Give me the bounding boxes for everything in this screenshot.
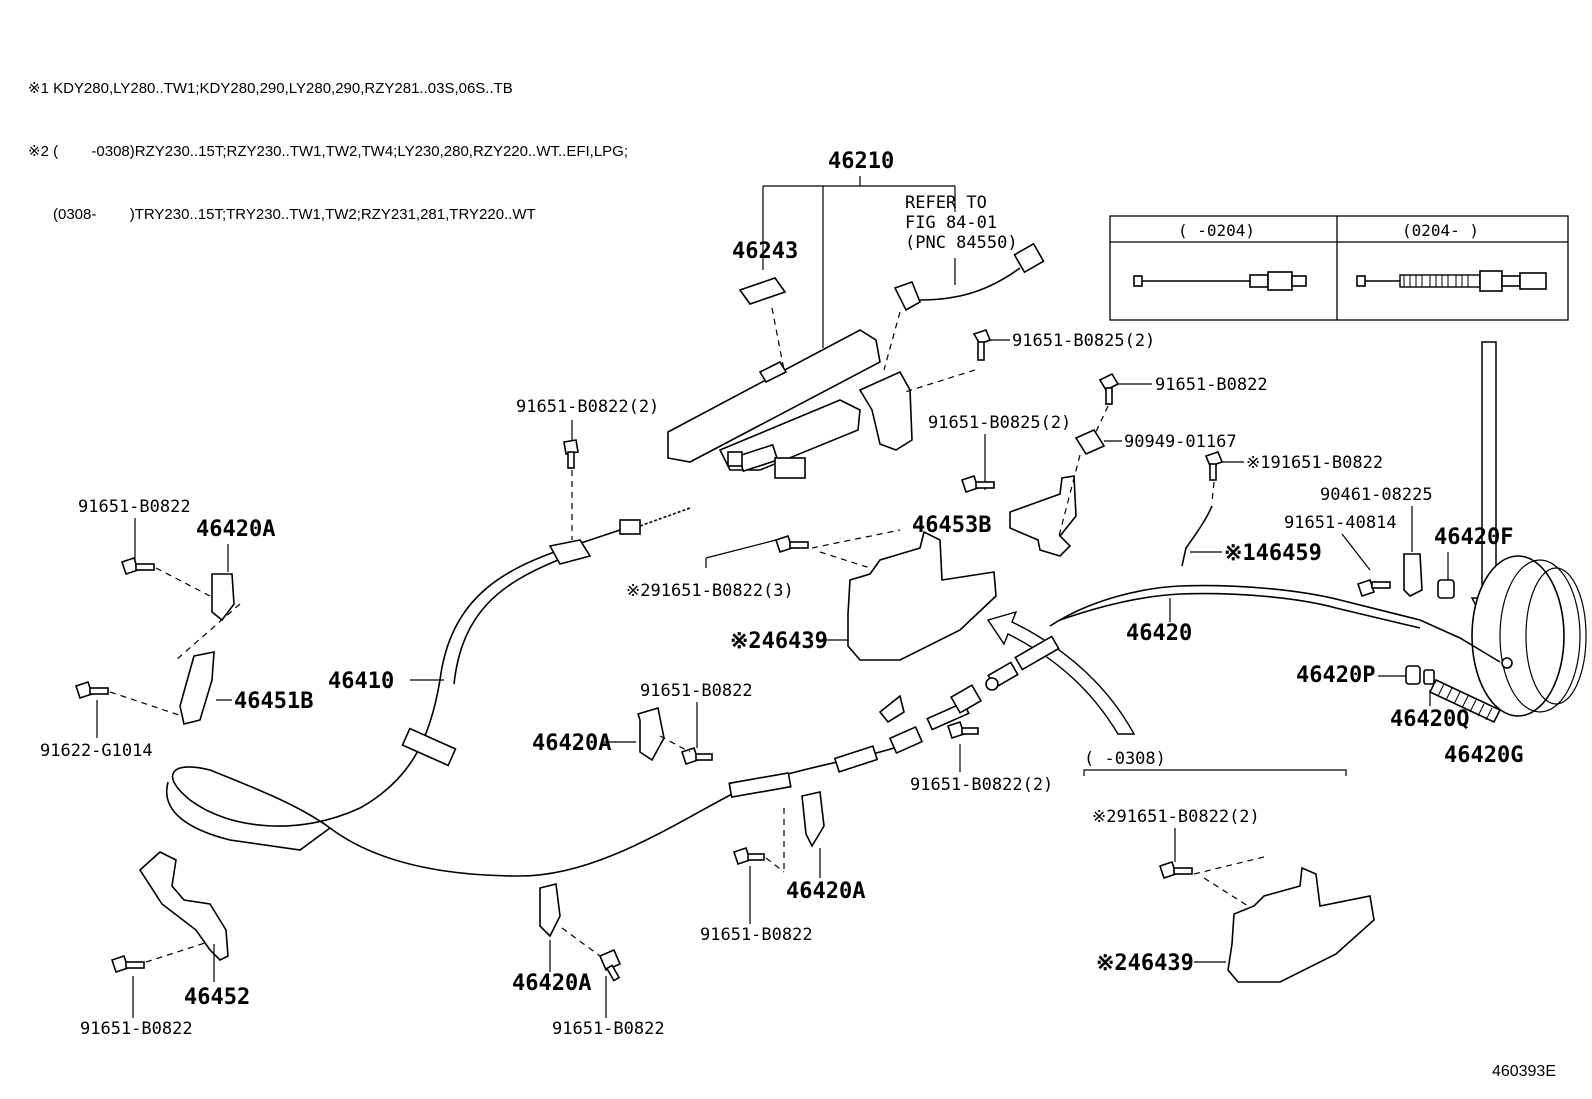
label-46420A-4: 46420A (512, 971, 591, 996)
heat-shield-46439 (847, 530, 997, 661)
bolt-icon (680, 746, 713, 766)
label-s2-46439-alt: ※246439 (1096, 951, 1194, 976)
bracket-46452 (138, 851, 229, 961)
cable-late-icon (1356, 270, 1547, 292)
switch-connector (893, 242, 1045, 312)
label-b0822-2-mid: 91651-B0822(2) (910, 775, 1053, 795)
inset-0308-header: ( -0308) (1084, 749, 1166, 769)
label-b0822-bottom-mid: 91651-B0822 (700, 925, 813, 945)
cable-equalizer (728, 684, 982, 799)
rear-cable-46420 (1049, 584, 1513, 669)
brake-drum (1471, 555, 1587, 717)
label-s2-b0822-3: ※291651-B0822(3) (626, 581, 794, 601)
label-46420A-2: 46420A (532, 731, 611, 756)
front-cable-46410 (165, 507, 901, 877)
figure-number: 460393E (1491, 1063, 1556, 1080)
bolt-icon (1098, 372, 1120, 405)
note-2: ※2 ( -0308)RZY230..15T;RZY230..TW1,TW2,T… (28, 143, 628, 160)
label-90461: 90461-08225 (1320, 485, 1433, 505)
applicability-notes: ※1 KDY280,LY280..TW1;KDY280,290,LY280,29… (28, 36, 628, 246)
label-b0822-bottom: 91651-B0822 (552, 1019, 665, 1039)
label-b0825-mid: 91651-B0825(2) (928, 413, 1071, 433)
parking-brake-lever (667, 329, 913, 479)
label-46420A-1: 46420A (196, 517, 275, 542)
heat-shield-46439-alt (1227, 866, 1375, 983)
label-b0822-mid: 91651-B0822 (640, 681, 753, 701)
bracket-46453B (1009, 475, 1077, 557)
label-b0822-right: 91651-B0822 (1155, 375, 1268, 395)
cable-clamp (539, 883, 561, 938)
grommet-icon (1405, 665, 1421, 685)
label-46420P: 46420P (1296, 663, 1375, 688)
label-90949: 90949-01167 (1124, 432, 1237, 452)
label-46210: 46210 (828, 149, 894, 174)
label-46420G: 46420G (1444, 743, 1523, 768)
boot-46420G (1428, 678, 1502, 724)
bolt-icon (946, 720, 979, 740)
refer-line-1: REFER TO (905, 193, 987, 213)
bolt-icon (1356, 578, 1391, 598)
label-46410: 46410 (328, 669, 394, 694)
cable-early-icon (1133, 271, 1307, 291)
bolt-icon (732, 846, 765, 866)
lever-cap (738, 277, 787, 305)
label-46420A-3: 46420A (786, 879, 865, 904)
refer-line-3: (PNC 84550) (905, 233, 1018, 253)
label-b0825-top: 91651-B0825(2) (1012, 331, 1155, 351)
cable-clamp (211, 573, 235, 622)
label-b0822-far-left: 91651-B0822 (78, 497, 191, 517)
bolt-icon (563, 439, 579, 469)
refer-line-2: FIG 84-01 (905, 213, 997, 233)
spring-46459 (1181, 505, 1213, 567)
cable-end-fitting (985, 635, 1060, 691)
inset-left-header: ( -0204) (1178, 221, 1255, 240)
bolt-icon (960, 474, 995, 494)
bolt-icon (1204, 451, 1224, 481)
bolt-icon (598, 948, 622, 982)
grommet-icon (1437, 579, 1455, 599)
note-3: (0308- )TRY230..15T;TRY230..TW1,TW2;RZY2… (28, 206, 536, 223)
bolt-icon (110, 954, 145, 974)
label-46420Q: 46420Q (1390, 707, 1469, 732)
label-46243: 46243 (732, 239, 798, 264)
bolt-icon (972, 329, 992, 361)
cable-bracket (1403, 553, 1423, 597)
inset-right-header: (0204- ) (1402, 221, 1479, 240)
label-s2-b0822-2: ※291651-B0822(2) (1092, 807, 1260, 827)
cable-clamp (801, 791, 825, 848)
label-s1-b0822: ※191651-B0822 (1246, 453, 1383, 473)
label-46420: 46420 (1126, 621, 1192, 646)
clip-icon (1423, 669, 1435, 685)
label-s1-46459: ※146459 (1224, 541, 1322, 566)
clip-icon (1074, 428, 1106, 456)
label-46420F: 46420F (1434, 525, 1513, 550)
label-46451B: 46451B (234, 689, 313, 714)
bracket-46451B (179, 651, 215, 725)
bolt-icon (1158, 860, 1193, 880)
bolt-icon (74, 680, 109, 700)
label-s2-46439: ※246439 (730, 629, 828, 654)
note-1: ※1 KDY280,LY280..TW1;KDY280,290,LY280,29… (28, 80, 513, 97)
label-40814: 91651-40814 (1284, 513, 1397, 533)
cable-clamp (636, 706, 665, 762)
label-46452: 46452 (184, 985, 250, 1010)
variant-inset-table: ( -0204) (0204- ) (1109, 215, 1569, 321)
label-b0822-bottom-left: 91651-B0822 (80, 1019, 193, 1039)
bolt-icon (774, 534, 809, 554)
bolt-icon (120, 556, 155, 576)
label-b0822-2-lefttop: 91651-B0822(2) (516, 397, 659, 417)
label-91622: 91622-G1014 (40, 741, 153, 761)
